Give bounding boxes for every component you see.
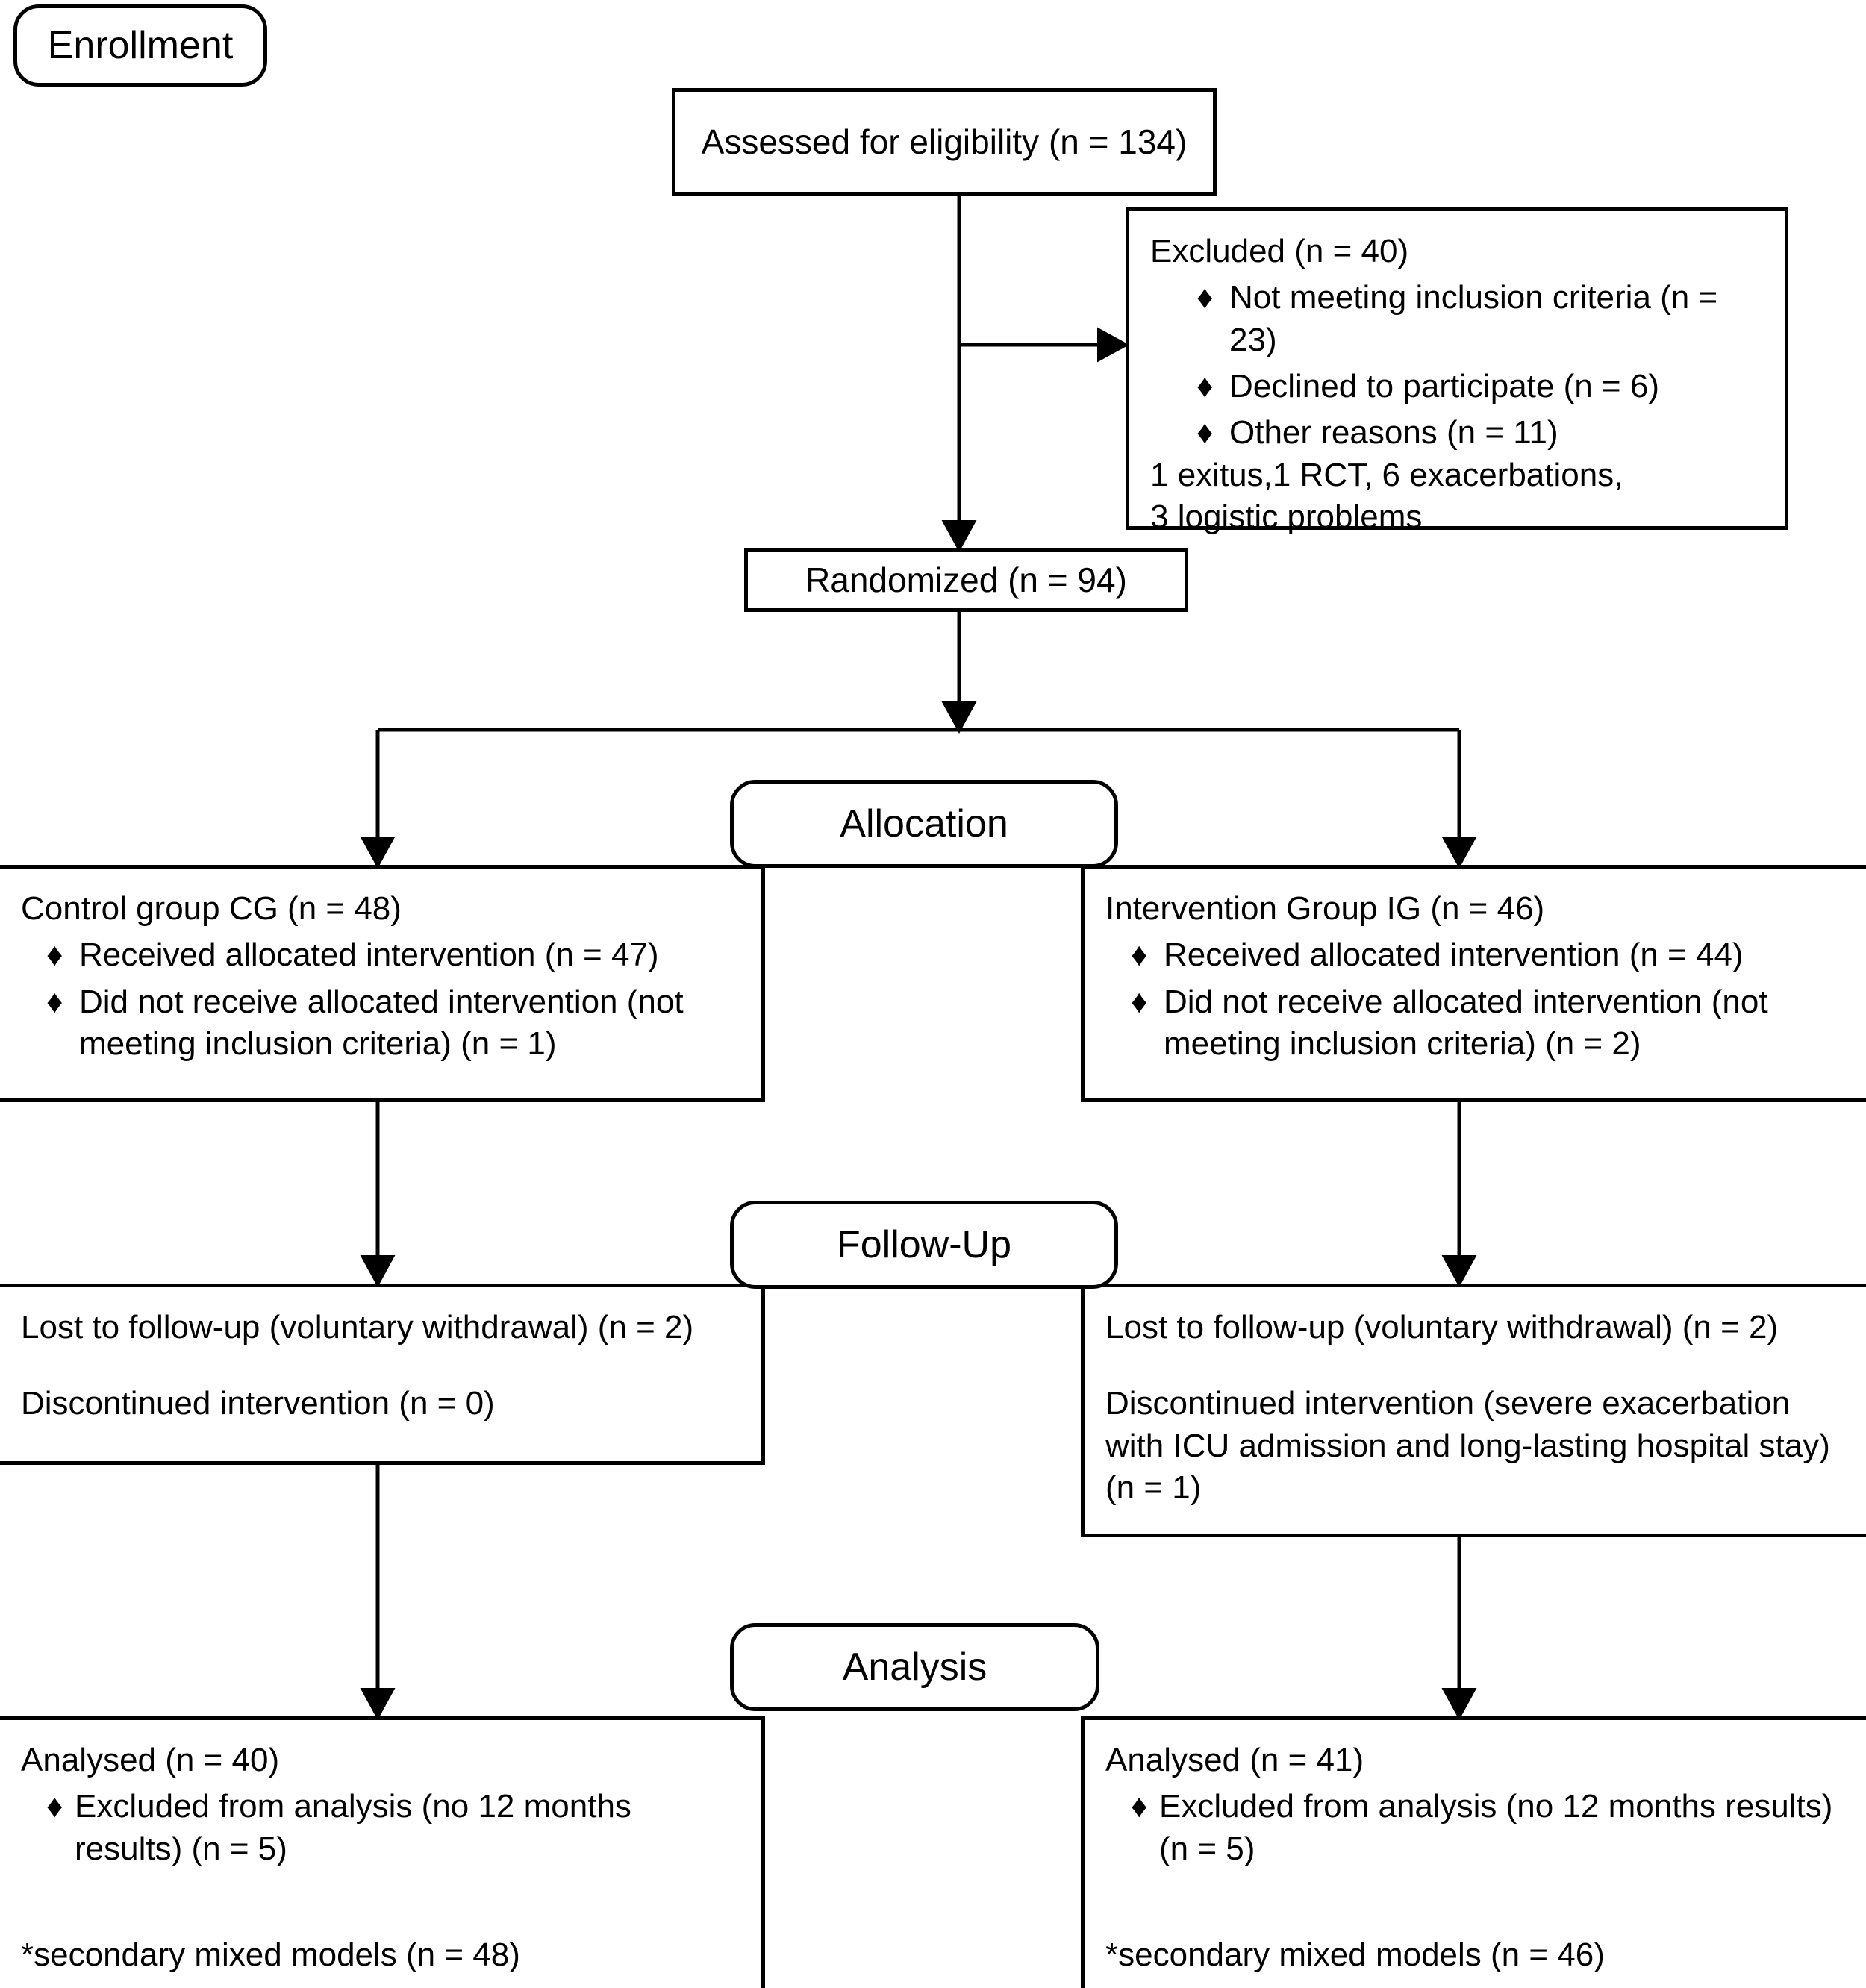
stage-label-allocation: Allocation [730,780,1118,868]
intervention-group-followup-box: Lost to follow-up (voluntary withdrawal)… [1081,1284,1866,1537]
control-excluded-from-analysis-text: Excluded from analysis (no 12 months res… [75,1788,631,1867]
control-group-followup-box: Lost to follow-up (voluntary withdrawal)… [0,1284,765,1465]
stage-label-analysis-text: Analysis [842,1645,987,1689]
diamond-bullet-icon: ♦ [46,1788,63,1825]
intervention-lost-to-followup-text: Lost to follow-up (voluntary withdrawal)… [1105,1309,1779,1345]
diamond-bullet-icon: ♦ [1196,279,1214,316]
excluded-detail-line-1: 1 exitus,1 RCT, 6 exacerbations, [1150,456,1623,493]
control-lost-to-followup-text: Lost to follow-up (voluntary withdrawal)… [21,1309,694,1345]
control-allocation-item-text: Did not receive allocated intervention (… [79,983,684,1062]
control-allocation-item-text: Received allocated intervention (n = 47) [79,937,659,974]
control-group-allocation-box: Control group CG (n = 48) ♦ Received all… [0,865,765,1102]
stage-label-allocation-text: Allocation [840,802,1008,845]
stage-label-followup: Follow-Up [730,1201,1118,1289]
control-group-title: Control group CG (n = 48) [21,890,402,927]
intervention-secondary-models-text: *secondary mixed models (n = 46) [1105,1936,1605,1973]
list-item: ♦ Did not receive allocated intervention… [42,981,740,1066]
control-analysed-title: Analysed (n = 40) [21,1742,280,1778]
list-item: ♦ Received allocated intervention (n = 4… [1126,934,1845,976]
intervention-group-allocation-list: ♦ Received allocated intervention (n = 4… [1105,934,1845,1065]
randomized-text: Randomized (n = 94) [805,560,1127,600]
stage-label-enrollment-text: Enrollment [47,24,234,67]
excluded-reason-text: Declined to participate (n = 6) [1229,367,1659,404]
excluded-reason-text: Not meeting inclusion criteria (n = 23) [1229,279,1718,358]
diamond-bullet-icon: ♦ [1131,1788,1148,1825]
intervention-discontinued-text: Discontinued intervention (severe exacer… [1105,1385,1830,1506]
stage-label-followup-text: Follow-Up [836,1223,1012,1266]
diamond-bullet-icon: ♦ [1131,937,1148,974]
intervention-allocation-item-text: Received allocated intervention (n = 44) [1164,937,1744,974]
intervention-analysis-exclusion-list: ♦ Excluded from analysis (no 12 months r… [1105,1786,1845,1870]
excluded-detail-line-2: 3 logistic problems [1150,498,1423,535]
diamond-bullet-icon: ♦ [1196,414,1214,451]
stage-label-enrollment: Enrollment [13,4,267,87]
list-item: ♦ Not meeting inclusion criteria (n = 23… [1192,277,1764,361]
control-group-analysis-box: Analysed (n = 40) ♦ Excluded from analys… [0,1716,765,1988]
assessed-for-eligibility-text: Assessed for eligibility (n = 134) [701,122,1188,161]
intervention-excluded-from-analysis-text: Excluded from analysis (no 12 months res… [1159,1788,1833,1867]
control-group-allocation-list: ♦ Received allocated intervention (n = 4… [21,934,740,1065]
list-item: ♦ Excluded from analysis (no 12 months r… [42,1786,740,1870]
intervention-analysed-title: Analysed (n = 41) [1105,1742,1364,1778]
intervention-group-title: Intervention Group IG (n = 46) [1105,890,1545,927]
intervention-group-analysis-box: Analysed (n = 41) ♦ Excluded from analys… [1081,1716,1866,1988]
excluded-box: Excluded (n = 40) ♦ Not meeting inclusio… [1126,207,1788,535]
diamond-bullet-icon: ♦ [46,937,63,974]
intervention-allocation-item-text: Did not receive allocated intervention (… [1164,983,1768,1062]
list-item: ♦ Did not receive allocated intervention… [1126,981,1845,1066]
list-item: ♦ Other reasons (n = 11) [1192,412,1764,454]
control-secondary-models-text: *secondary mixed models (n = 48) [21,1936,520,1973]
excluded-reason-text: Other reasons (n = 11) [1229,414,1558,451]
stage-label-analysis: Analysis [730,1623,1099,1711]
intervention-group-allocation-box: Intervention Group IG (n = 46) ♦ Receive… [1081,865,1866,1102]
diamond-bullet-icon: ♦ [1131,983,1148,1020]
excluded-reason-list: ♦ Not meeting inclusion criteria (n = 23… [1150,277,1764,454]
list-item: ♦ Declined to participate (n = 6) [1192,366,1764,407]
control-analysis-exclusion-list: ♦ Excluded from analysis (no 12 months r… [21,1786,740,1870]
randomized-box: Randomized (n = 94) [744,548,1188,612]
control-discontinued-text: Discontinued intervention (n = 0) [21,1385,495,1422]
assessed-for-eligibility-box: Assessed for eligibility (n = 134) [672,88,1217,196]
list-item: ♦ Excluded from analysis (no 12 months r… [1126,1786,1845,1870]
list-item: ♦ Received allocated intervention (n = 4… [42,934,740,976]
diamond-bullet-icon: ♦ [46,983,63,1020]
excluded-title: Excluded (n = 40) [1150,233,1409,269]
diamond-bullet-icon: ♦ [1196,367,1214,404]
